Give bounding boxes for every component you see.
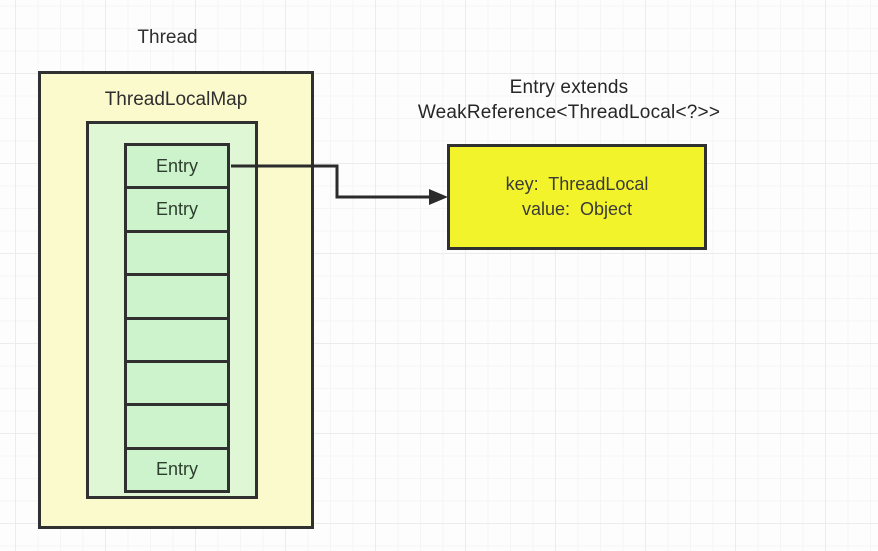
- arrow-head-icon: [429, 189, 448, 205]
- entry-cell-3: [127, 273, 227, 317]
- entry-cell-5: [127, 359, 227, 404]
- entry-cell-7: Entry: [127, 446, 227, 490]
- entry-table-box: Entry Entry Entry: [86, 121, 258, 499]
- entry-cell-label: Entry: [155, 459, 198, 480]
- thread-label: Thread: [137, 27, 198, 48]
- entry-cell-4: [127, 316, 227, 360]
- entry-note-line1: Entry extends: [509, 77, 629, 98]
- entry-detail-key: key: ThreadLocal: [505, 174, 649, 194]
- entry-stack: Entry Entry Entry: [124, 143, 230, 493]
- entry-cell-2: [127, 229, 227, 274]
- entry-cell-label: Entry: [155, 199, 198, 220]
- entry-note: Entry extends WeakReference<ThreadLocal<…: [386, 75, 752, 125]
- entry-detail-box: key: ThreadLocal value: Object: [447, 144, 707, 250]
- threadlocalmap-title: ThreadLocalMap: [104, 89, 248, 110]
- entry-note-line2: WeakReference<ThreadLocal<?>>: [417, 102, 721, 123]
- threadlocalmap-box: ThreadLocalMap Entry Entry Entry: [38, 71, 314, 529]
- entry-cell-label: Entry: [155, 155, 198, 176]
- entry-detail-value: value: Object: [521, 199, 633, 219]
- entry-cell-0: Entry: [127, 146, 227, 187]
- entry-cell-6: [127, 403, 227, 447]
- entry-cell-1: Entry: [127, 186, 227, 230]
